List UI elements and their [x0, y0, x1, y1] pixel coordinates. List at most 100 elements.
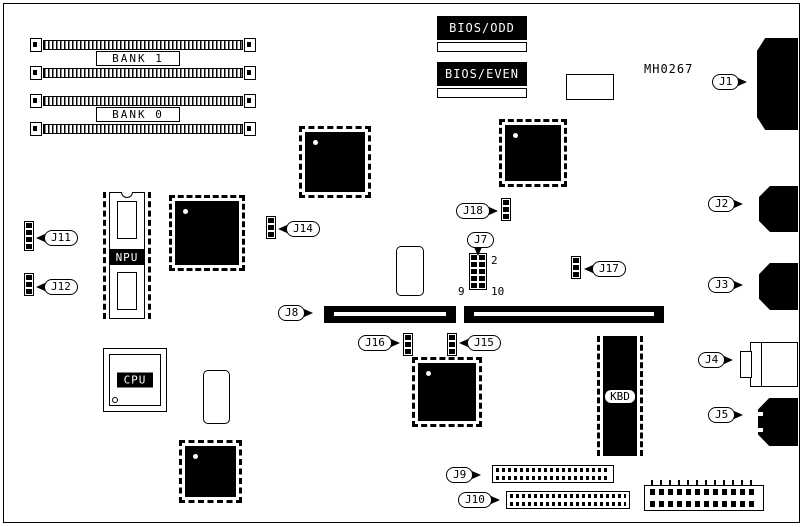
pin-cell: [405, 335, 411, 340]
kbd-label: KBD: [604, 389, 636, 404]
bios-odd-socket: [437, 42, 527, 52]
pin-header-j16: [403, 333, 413, 356]
pin-cell: [449, 342, 455, 347]
pin-cell: [405, 342, 411, 347]
chip-die: [418, 363, 476, 421]
power-connector: [644, 480, 764, 511]
chip-die: [175, 201, 239, 265]
simm-socket-bank0-a: [30, 94, 256, 108]
pointer-icon: [490, 496, 500, 504]
pin-cell: [268, 232, 274, 237]
oscillator-outline: [566, 74, 614, 100]
connector-detail: [758, 428, 763, 432]
socket-body: [43, 96, 243, 106]
pin-cell: [503, 214, 509, 219]
connector-detail: [761, 343, 762, 386]
connector-strip-j10: [506, 491, 630, 509]
callout-j15: J15: [459, 335, 501, 351]
connector-label: J1: [712, 74, 740, 90]
connector-j4: [750, 342, 798, 387]
kbd-body: KBD: [603, 336, 637, 456]
npu-chip: NPU: [103, 192, 151, 319]
socket-clip-icon: [244, 122, 256, 136]
component-outline: [396, 246, 424, 296]
pin-row: [650, 501, 758, 507]
pointer-icon: [472, 471, 482, 479]
pin-row: [650, 489, 758, 495]
pin-cell: [479, 283, 485, 288]
pin-cell: [26, 244, 32, 249]
socket-clip-icon: [244, 38, 256, 52]
j7-pin9-number: 9: [458, 285, 465, 298]
component-outline: [203, 370, 230, 424]
bank0-label: BANK 0: [96, 107, 180, 122]
connector-label: J4: [698, 352, 726, 368]
connector-label: J14: [286, 221, 320, 237]
pin-header-j14: [266, 216, 276, 239]
connector-label: J16: [358, 335, 392, 351]
chip-die: [185, 446, 236, 497]
pointer-icon: [584, 265, 593, 273]
socket-clip-icon: [30, 38, 42, 52]
callout-j3: J3: [708, 277, 744, 293]
cpu-inner-outline: [109, 354, 161, 406]
npu-label: NPU: [110, 249, 144, 265]
pin-cell: [26, 223, 32, 228]
cpu-label: CPU: [117, 372, 153, 388]
connector-label: J18: [456, 203, 490, 219]
connector-label: J2: [708, 196, 736, 212]
pointer-icon: [278, 225, 287, 233]
pin-header-j11: [24, 221, 34, 251]
pin-header-j12: [24, 273, 34, 296]
connector-label: J15: [467, 335, 501, 351]
socket-body: [43, 40, 243, 50]
connector-label: J3: [708, 277, 736, 293]
connector-j3: [759, 263, 798, 310]
simm-socket-bank0-b: [30, 122, 256, 136]
pointer-icon: [390, 339, 400, 347]
connector-j1: [757, 38, 798, 130]
callout-j5: J5: [708, 407, 744, 423]
connector-label: J10: [458, 492, 492, 508]
connector-label: J12: [44, 279, 78, 295]
pin-row: [510, 502, 626, 506]
board-outline: [3, 3, 800, 523]
socket-clip-icon: [30, 122, 42, 136]
simm-socket-bank1-b: [30, 66, 256, 80]
board-part-number: MH0267: [644, 62, 694, 76]
callout-j11: J11: [36, 230, 78, 246]
pointer-icon: [724, 356, 734, 364]
connector-j4-step: [740, 351, 752, 378]
pin-cell: [479, 255, 485, 260]
pin-cell: [471, 269, 477, 274]
connector-label: J5: [708, 407, 736, 423]
connector-strip-j9: [492, 465, 614, 483]
socket-clip-icon: [30, 66, 42, 80]
qfp-chip: [499, 119, 567, 187]
qfp-chip: [179, 440, 242, 503]
pin-cell: [503, 207, 509, 212]
pin-cell: [26, 282, 32, 287]
callout-j2: J2: [708, 196, 744, 212]
socket-clip-icon: [30, 94, 42, 108]
pin-row: [496, 468, 610, 472]
pin-row: [510, 494, 626, 498]
kbd-chip: KBD: [597, 336, 643, 456]
pointer-icon: [36, 234, 45, 242]
pin-cell: [449, 335, 455, 340]
callout-j14: J14: [278, 221, 320, 237]
pin-header-j17: [571, 256, 581, 279]
pin-cell: [268, 225, 274, 230]
pointer-icon: [734, 200, 744, 208]
pin-cell: [479, 262, 485, 267]
j7-pin10-number: 10: [491, 285, 505, 298]
pin-cell: [479, 269, 485, 274]
socket-body: [43, 68, 243, 78]
bios-even-socket: [437, 88, 527, 98]
pin-cell: [573, 258, 579, 263]
qfp-chip: [169, 195, 245, 271]
pin-cell: [26, 289, 32, 294]
pin1-dot-icon: [112, 397, 118, 403]
connector-j2: [759, 186, 798, 232]
qfp-chip: [412, 357, 482, 427]
